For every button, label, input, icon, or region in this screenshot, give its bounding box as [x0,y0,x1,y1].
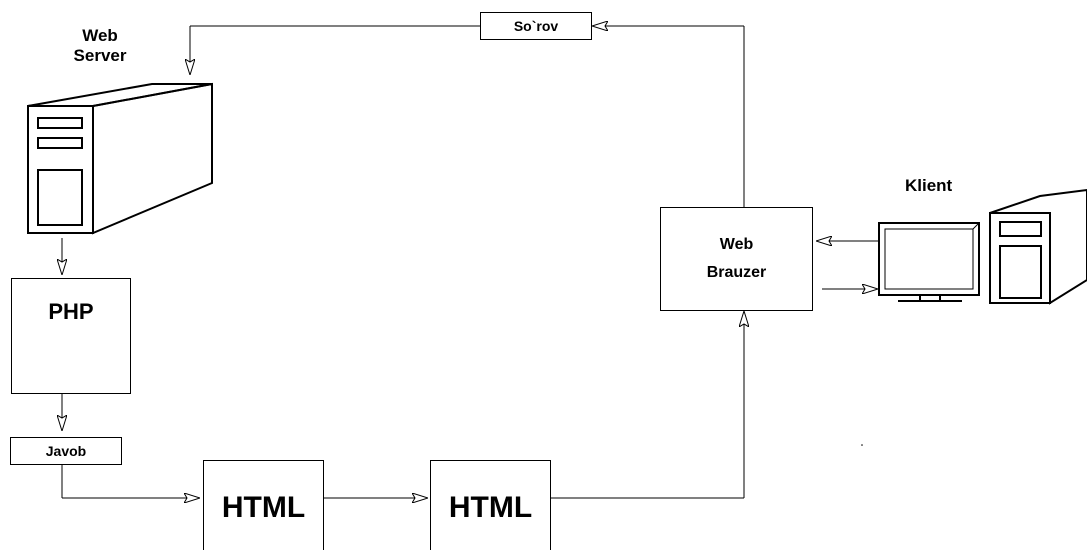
html-box-1: HTML [203,460,324,550]
sorov-label: So`rov [513,18,559,34]
php-label: PHP [48,299,94,324]
server-tower-icon [27,82,213,235]
web-browser-box: Web Brauzer [660,207,813,311]
flow-connectors [62,26,878,498]
web-browser-label-line2: Brauzer [706,264,767,281]
html-label-1: HTML [221,490,306,524]
speck [861,444,863,446]
web-browser-label-line1: Web [719,236,754,253]
javob-box: Javob [10,437,122,465]
web-server-label-line1: Web [82,26,118,45]
client-label: Klient [905,176,953,195]
web-server-label: Web Server [60,26,140,66]
client-computer-icon [878,188,1087,305]
html-box-2: HTML [430,460,551,550]
html-label-2: HTML [448,490,533,524]
web-server-label-line2: Server [73,46,127,65]
javob-label: Javob [45,443,87,459]
php-box: PHP [11,278,131,394]
sorov-box: So`rov [480,12,592,40]
